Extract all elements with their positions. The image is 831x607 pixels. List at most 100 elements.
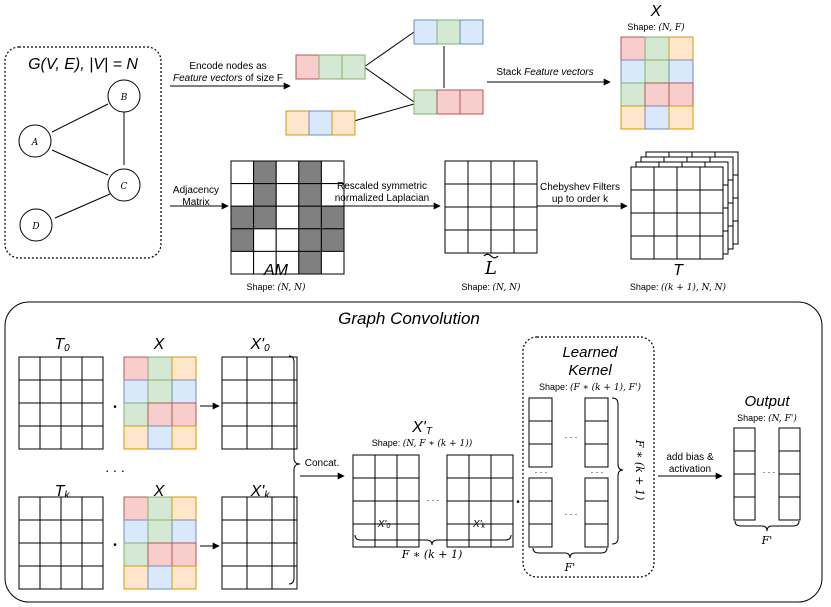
chebyshev-layer-cell (653, 212, 678, 237)
laplacian-cell (444, 183, 469, 208)
adjacency-cell-dark (253, 183, 277, 207)
chebyshev-layer (630, 166, 724, 260)
xt-colk-label: X'k (472, 519, 486, 530)
xt-h-ellipsis: . . . (427, 493, 440, 503)
kernel-left-top-cell (528, 397, 553, 422)
xt-right-cell (446, 454, 470, 479)
adjacency-label-line2: Matrix (182, 197, 209, 208)
x-label-row0: X (153, 336, 166, 353)
adjacency-cell-light (230, 160, 255, 185)
x-matrix-rowk-cell-blue (147, 565, 173, 590)
graph-conv-title: Graph Convolution (338, 309, 480, 328)
x-matrix-rowk-cell-green (147, 496, 173, 521)
laplacian-cell (513, 183, 538, 208)
x-matrix-rowk-cell-green (123, 542, 149, 567)
output-right-cell (778, 450, 801, 475)
graph-node-a: A (18, 124, 52, 158)
tk-dot: • (113, 540, 117, 551)
kernel-ellipsis-mid-right: . . . (591, 465, 604, 475)
adjacency-cell-dark (298, 250, 322, 275)
x0-prime-cell (271, 356, 298, 381)
feature-vector-4-cell-blue (308, 110, 333, 136)
feature-vector-1-cell-green (318, 54, 343, 80)
laplacian-cell (467, 229, 492, 254)
tk-label: Tk (55, 483, 71, 501)
chebyshev-layer-cell (653, 189, 678, 214)
output-ellipsis: . . . (763, 465, 776, 475)
laplacian-label-line1: Rescaled symmetric (337, 181, 427, 192)
xt-col0-label: X'0 (377, 519, 391, 530)
xt-title: X'T (411, 419, 433, 437)
x-matrix-top-cell-green (644, 59, 670, 84)
chebyshev-layer-cell (630, 166, 655, 191)
adjacency-cell-dark (320, 228, 345, 252)
chebyshev-layer-cell (653, 235, 678, 260)
x-matrix-row0-cell-blue (171, 379, 197, 404)
xt-right-cell (490, 454, 514, 479)
x-matrix-row0-cell-red (123, 356, 149, 381)
feature-vector-3-cell-red (459, 89, 484, 115)
xk-prime-cell (271, 496, 298, 521)
x-matrix-top (620, 36, 694, 130)
kernel-ellipsis-top: . . . (565, 430, 578, 440)
xt-left-cell (352, 454, 376, 479)
xk-prime-cell (246, 542, 273, 567)
x-matrix-top-cell-orange (620, 105, 646, 130)
laplacian-cell (467, 206, 492, 231)
xk-prime-cell (271, 542, 298, 567)
encode-label-line2: Feature vectors of size F (173, 73, 283, 84)
xt-right-cell (468, 477, 492, 502)
tk-cell (81, 519, 104, 544)
tk-cell (39, 542, 62, 567)
laplacian-cell (513, 229, 538, 254)
kernel-grid (528, 397, 609, 548)
kernel-left-top-cell (528, 420, 553, 445)
feature-vector-1-cell-red (295, 54, 320, 80)
x-matrix-rowk-cell-blue (123, 519, 149, 544)
x-matrix-row0-cell-orange (123, 425, 149, 450)
xk-prime-cell (221, 519, 248, 544)
x0-prime-cell (246, 356, 273, 381)
t0-cell (18, 356, 41, 381)
xt-right-cell (446, 500, 470, 525)
graph-node-c-label: C (121, 182, 128, 192)
feature-vector-3-cell-green (413, 89, 438, 115)
x-matrix-top-cell-blue (668, 59, 694, 84)
kernel-title-line1: Learned (562, 344, 618, 361)
laplacian-matrix (444, 160, 538, 254)
laplacian-cell (467, 160, 492, 185)
x-matrix-rowk-cell-orange (171, 496, 197, 521)
tk-cell (60, 542, 83, 567)
x0-prime-matrix (221, 356, 298, 450)
adjacency-cell-dark (298, 205, 322, 230)
x-label-rowk: X (153, 483, 166, 500)
feature-vector-4-cell-orange (331, 110, 356, 136)
xk-prime-cell (246, 519, 273, 544)
output-right-cell (778, 496, 801, 521)
x0-prime-cell (221, 356, 248, 381)
kernel-panel (522, 336, 655, 578)
x-matrix-rowk-cell-green (147, 519, 173, 544)
kernel-shape: Shape: (F ∗ (k + 1), F') (539, 382, 642, 393)
x-matrix-row0-cell-green (147, 356, 173, 381)
xt-shape: Shape: (N, F ∗ (k + 1)) (372, 438, 473, 449)
tk-cell (81, 542, 104, 567)
t0-cell (39, 356, 62, 381)
adjacency-cell-light (275, 228, 300, 252)
output-title: Output (744, 393, 790, 410)
output-brace-label: F' (761, 534, 773, 547)
x-matrix-top-cell-blue (644, 105, 670, 130)
feature-vector-4-cell-orange (285, 110, 310, 136)
x-matrix-row0-cell-green (147, 379, 173, 404)
graph-node-a-label: A (31, 138, 39, 148)
t0-cell (60, 402, 83, 427)
x-matrix-top-cell-red (668, 82, 694, 107)
xk-prime-cell (246, 565, 273, 590)
chebyshev-layer-cell (699, 212, 724, 237)
chebyshev-shape: Shape: ((k + 1), N, N) (630, 282, 727, 293)
kernel-left-bottom-cell (528, 477, 553, 502)
adjacency-cell-light (275, 160, 300, 185)
kernel-left-bottom-cell (528, 500, 553, 525)
x-matrix-row0-cell-blue (147, 425, 173, 450)
x-matrix-row0-cell-red (171, 402, 197, 427)
